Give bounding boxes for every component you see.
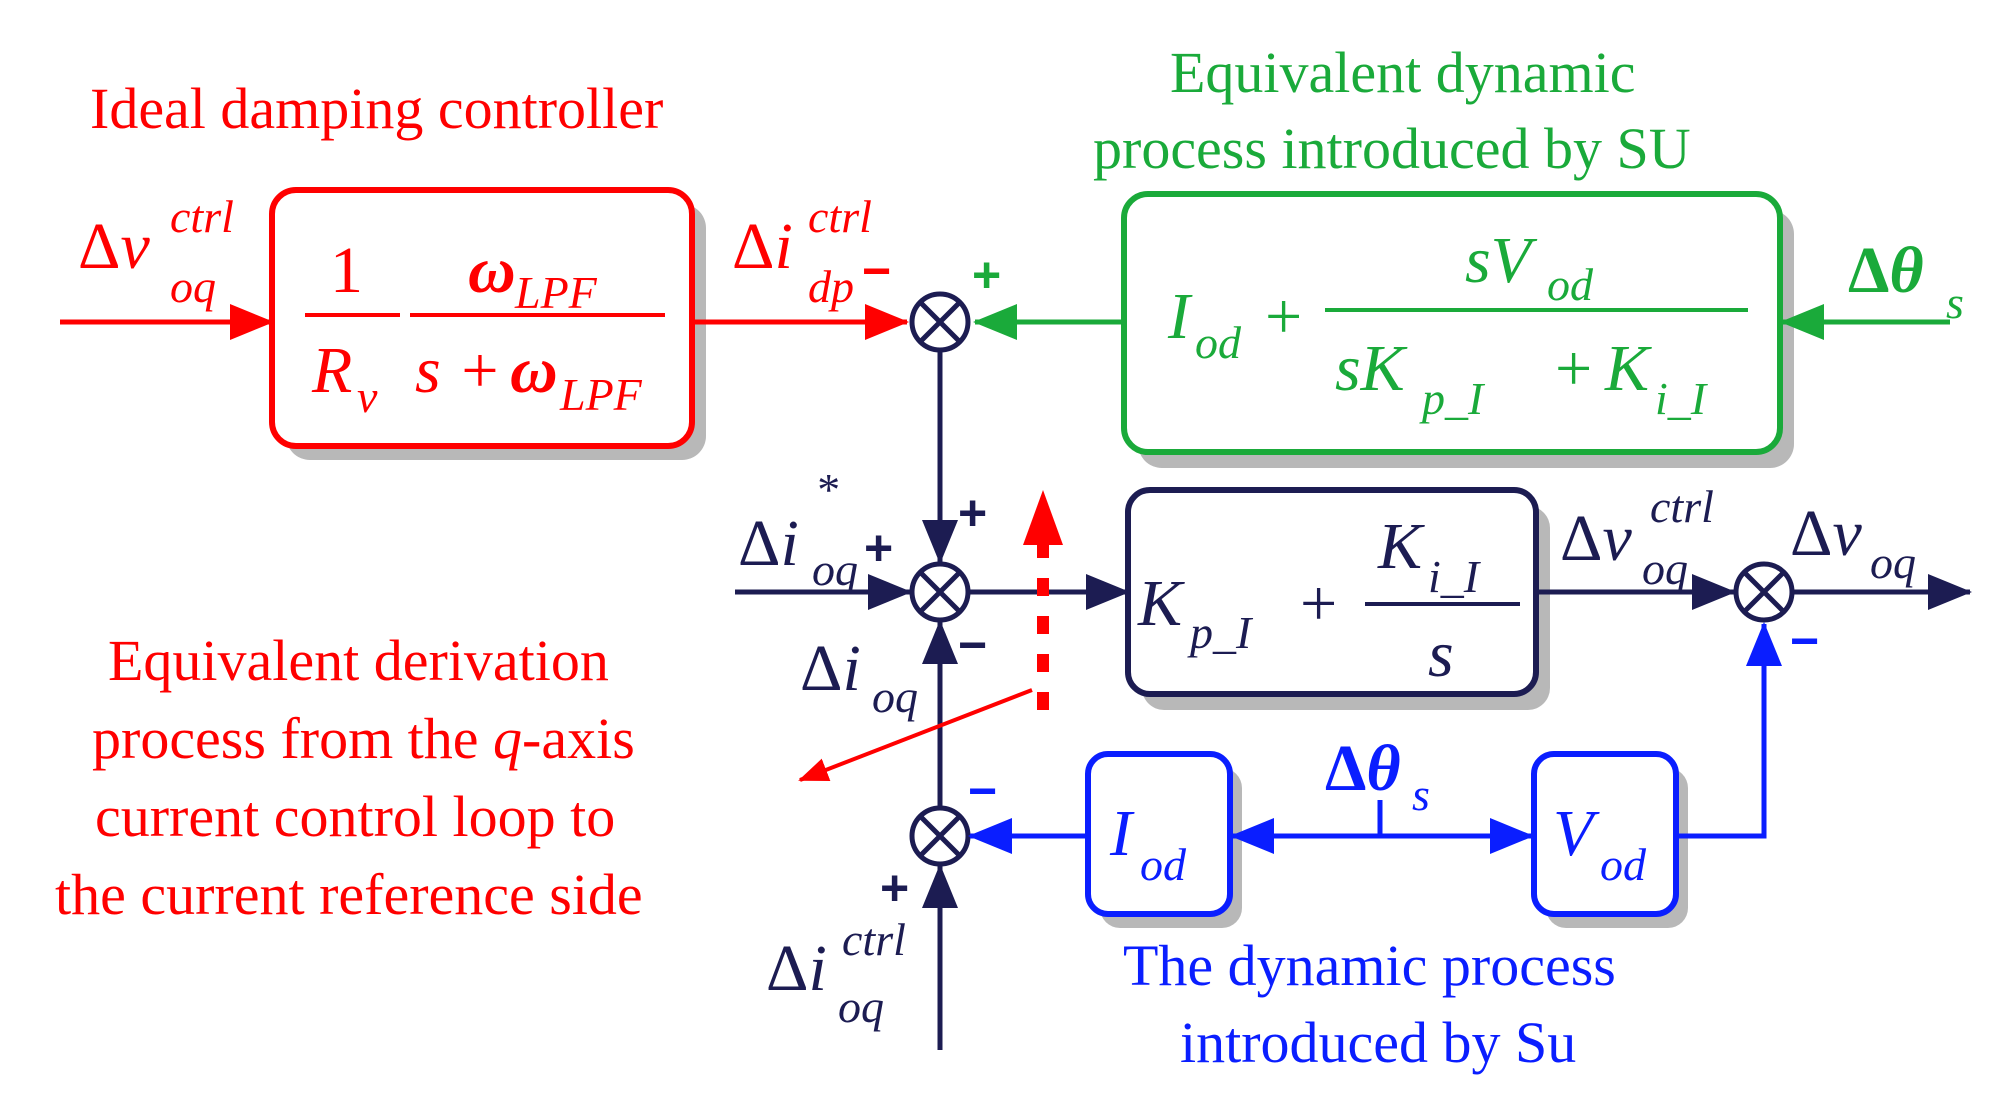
svg-text:Δi: Δi xyxy=(732,210,793,283)
red-dashed-arrowhead xyxy=(1023,490,1063,545)
svg-text:ctrl: ctrl xyxy=(808,191,872,242)
equiv-dynamic-caption-line2: process introduced by SU xyxy=(1093,116,1691,181)
svg-text:K: K xyxy=(1377,510,1425,583)
svg-text:R: R xyxy=(311,334,352,407)
vod-label: V od xyxy=(1553,797,1647,890)
svg-text:Δθ: Δθ xyxy=(1848,234,1924,307)
svg-text:oq: oq xyxy=(838,981,884,1032)
svg-text:Δv: Δv xyxy=(1790,497,1862,570)
svg-text:LPF: LPF xyxy=(514,267,598,318)
damping-transfer-function: 1 R v ω LPF s + ω LPF xyxy=(305,234,665,422)
svg-text:od: od xyxy=(1195,317,1242,368)
svg-text:ctrl: ctrl xyxy=(1650,481,1714,532)
input-dv-oq-ctrl-label: Δv ctrl oq xyxy=(78,191,234,312)
svg-text:ω: ω xyxy=(468,234,516,307)
svg-text:sK: sK xyxy=(1335,332,1408,405)
svg-text:dp: dp xyxy=(808,261,854,312)
output-dv-oq-label: Δv oq xyxy=(1790,497,1916,588)
svg-text:Δθ: Δθ xyxy=(1325,732,1401,805)
input-di-oq-star-label: Δi * oq xyxy=(738,464,858,595)
su-equivalent-transfer-function: I od + sV od sK p_I + K i_I xyxy=(1167,224,1748,424)
svg-text:s: s xyxy=(1412,769,1430,820)
dynamic-su-caption-line1: The dynamic process xyxy=(1123,933,1616,998)
svg-text:s +: s + xyxy=(415,334,502,407)
svg-text:ctrl: ctrl xyxy=(842,914,906,965)
sum4-bottom-minus-sign: − xyxy=(1790,613,1819,669)
svg-text:Δi: Δi xyxy=(738,507,799,580)
iod-label: I od xyxy=(1109,797,1187,890)
svg-text:Δi: Δi xyxy=(766,932,827,1005)
svg-text:oq: oq xyxy=(872,671,918,722)
svg-text:oq: oq xyxy=(1870,537,1916,588)
sum3-right-minus-sign: − xyxy=(968,763,997,819)
equiv-derivation-caption-line3: current control loop to xyxy=(95,784,615,849)
svg-text:ctrl: ctrl xyxy=(170,191,234,242)
ideal-damping-caption: Ideal damping controller xyxy=(90,76,663,141)
equiv-derivation-caption-line1: Equivalent derivation xyxy=(108,628,609,693)
svg-text:ω: ω xyxy=(510,334,558,407)
dynamic-su-caption-line2: introduced by Su xyxy=(1180,1010,1576,1075)
damping-controller-block xyxy=(269,187,695,449)
vod-to-sum4-arrow xyxy=(1676,622,1782,839)
svg-text:+: + xyxy=(1555,332,1592,405)
svg-text:p_I: p_I xyxy=(1187,607,1254,658)
svg-text:p_I: p_I xyxy=(1419,373,1486,424)
svg-text:+: + xyxy=(1300,567,1337,640)
sum-junction-3 xyxy=(909,805,971,867)
svg-text:K: K xyxy=(1604,332,1652,405)
red-pointer-arrow xyxy=(798,688,1033,782)
svg-text:sV: sV xyxy=(1465,224,1538,297)
svg-text:od: od xyxy=(1547,259,1594,310)
svg-text:K: K xyxy=(1137,567,1185,640)
sum-junction-4 xyxy=(1733,561,1795,623)
feedback-di-oq-label: Δi oq xyxy=(800,632,918,722)
sum2-bottom-minus-sign: − xyxy=(958,617,987,673)
svg-text:I: I xyxy=(1109,797,1135,870)
svg-text:LPF: LPF xyxy=(559,369,643,420)
input-di-oq-ctrl-label: Δi ctrl oq xyxy=(766,914,906,1032)
svg-text:Δi: Δi xyxy=(800,632,861,705)
svg-text:i_I: i_I xyxy=(1428,551,1482,602)
sum3-bottom-plus-sign: + xyxy=(880,860,909,916)
pi-transfer-function: K p_I + K i_I s xyxy=(1137,510,1520,691)
output-di-dp-ctrl-label: Δi ctrl dp xyxy=(732,191,872,312)
svg-text:v: v xyxy=(357,371,378,422)
sum2-left-plus-sign: + xyxy=(864,520,893,576)
svg-text:i_I: i_I xyxy=(1655,373,1709,424)
sum1-minus-sign: − xyxy=(862,243,891,299)
svg-text:od: od xyxy=(1600,839,1647,890)
sum1-plus-sign: + xyxy=(972,247,1001,303)
svg-text:1: 1 xyxy=(330,234,363,307)
svg-text:+: + xyxy=(1265,280,1302,353)
equiv-dynamic-caption-line1: Equivalent dynamic xyxy=(1170,40,1635,105)
pi-output-dv-oq-ctrl-label: Δv ctrl oq xyxy=(1560,481,1714,594)
svg-text:oq: oq xyxy=(170,261,216,312)
svg-text:*: * xyxy=(815,464,838,515)
svg-text:I: I xyxy=(1167,280,1193,353)
svg-text:Δv: Δv xyxy=(1560,502,1632,575)
svg-text:V: V xyxy=(1553,797,1600,870)
sum2-top-plus-sign: + xyxy=(958,485,987,541)
svg-text:s: s xyxy=(1428,618,1454,691)
svg-text:Δv: Δv xyxy=(78,210,150,283)
sum-junction-2 xyxy=(909,561,971,623)
equiv-derivation-caption-line2: process from the q-axis xyxy=(92,706,635,771)
svg-text:oq: oq xyxy=(812,544,858,595)
dtheta-s-blue-label: Δθ s xyxy=(1325,732,1430,820)
svg-text:s: s xyxy=(1946,277,1964,328)
svg-text:od: od xyxy=(1140,839,1187,890)
input-dtheta-s-green-label: Δθ s xyxy=(1848,234,1964,328)
sum-junction-1 xyxy=(909,291,971,353)
equiv-derivation-caption-line4: the current reference side xyxy=(55,862,643,927)
svg-text:oq: oq xyxy=(1642,543,1688,594)
